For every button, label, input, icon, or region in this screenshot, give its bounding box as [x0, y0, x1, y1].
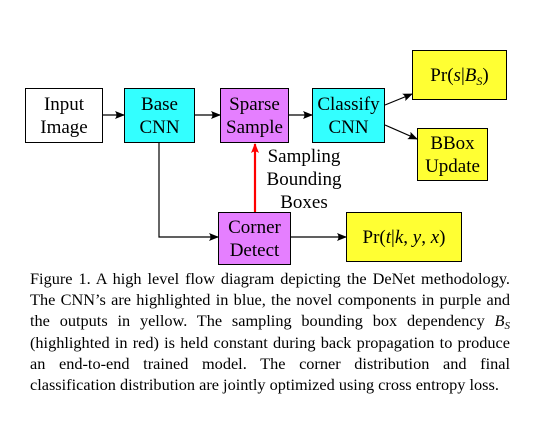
- node-pr-t-given-kyx-formula: Pr(t|k, y, x): [362, 226, 446, 248]
- edge-label-line1: Sampling: [267, 146, 341, 167]
- edge-label-sampling-bounding-boxes: Sampling Bounding Boxes: [262, 145, 346, 214]
- node-pr-s-given-bs: Pr(s|BS): [412, 50, 507, 100]
- node-sparse-sample: Sparse Sample: [220, 88, 289, 143]
- node-base-cnn-line1: Base: [141, 93, 178, 115]
- edge-label-line3: Boxes: [280, 192, 328, 213]
- node-pr-s-given-bs-formula: Pr(s|BS): [430, 64, 489, 88]
- node-corner-detect: Corner Detect: [218, 212, 291, 265]
- node-classify-cnn: Classify CNN: [312, 88, 385, 143]
- edge-classify-to-pr-s: [384, 93, 413, 106]
- node-input-image-line1: Input: [43, 93, 85, 115]
- edge-label-line2: Bounding: [266, 169, 342, 190]
- node-base-cnn-line2: CNN: [139, 116, 180, 138]
- node-sparse-sample-line1: Sparse: [229, 93, 280, 115]
- edge-classify-to-bbox: [384, 124, 418, 140]
- node-input-image: Input Image: [25, 88, 103, 143]
- node-input-image-line2: Image: [40, 116, 88, 138]
- node-sparse-sample-line2: Sample: [226, 116, 283, 138]
- node-corner-detect-line2: Detect: [229, 239, 280, 261]
- node-bbox-update-line1: BBox: [430, 132, 475, 154]
- caption-text-part1: Figure 1. A high level flow diagram depi…: [30, 269, 510, 331]
- node-bbox-update-line2: Update: [425, 155, 480, 177]
- node-bbox-update: BBox Update: [417, 128, 488, 181]
- caption-var-sub-s: S: [504, 320, 511, 333]
- edge-base-to-corner: [158, 143, 219, 241]
- node-base-cnn: Base CNN: [124, 88, 195, 143]
- diagram-connectors: [103, 93, 418, 241]
- node-classify-cnn-line1: Classify: [317, 93, 380, 115]
- caption-text-part2: (highlighted in red) is held constant du…: [30, 332, 510, 395]
- figure-caption: Figure 1. A high level flow diagram depi…: [30, 268, 510, 395]
- caption-var-b: B: [494, 311, 505, 331]
- node-corner-detect-line1: Corner: [228, 216, 281, 238]
- node-pr-t-given-kyx: Pr(t|k, y, x): [346, 212, 462, 262]
- node-classify-cnn-line2: CNN: [328, 116, 369, 138]
